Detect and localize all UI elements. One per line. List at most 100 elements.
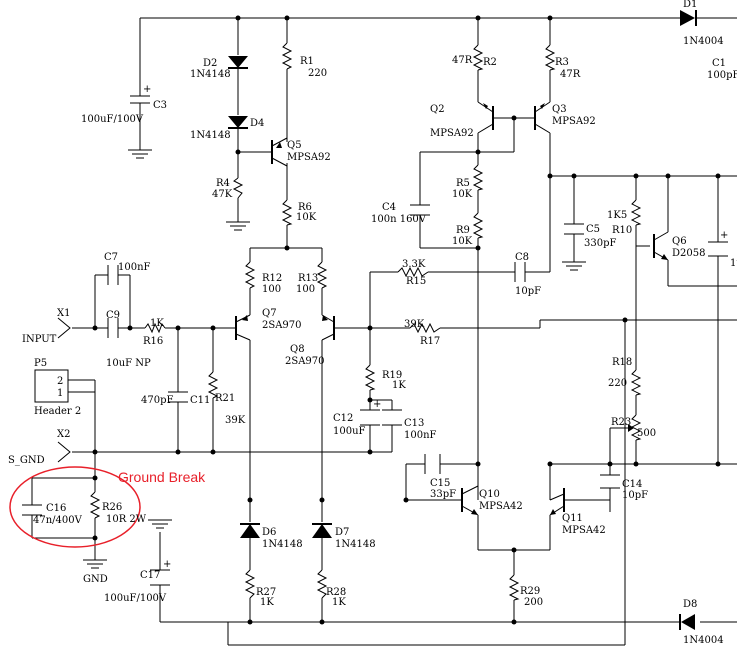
c14-symbol bbox=[600, 474, 620, 489]
r26-symbol bbox=[89, 491, 101, 519]
c17-value: 100uF/100V bbox=[104, 593, 167, 604]
ground-icon bbox=[127, 149, 153, 159]
d6-value: 1N4148 bbox=[262, 539, 303, 550]
r3-symbol bbox=[544, 44, 556, 71]
r3-value: 47R bbox=[560, 69, 581, 80]
c4-symbol bbox=[410, 204, 430, 216]
r9-value: 10K bbox=[452, 236, 473, 247]
q2-value: MPSA92 bbox=[430, 128, 474, 139]
r15-symbol bbox=[397, 266, 429, 278]
r28-value: 1K bbox=[332, 597, 346, 608]
r10-symbol bbox=[630, 199, 642, 226]
r13-symbol bbox=[316, 261, 328, 289]
c16-value: 47n/400V bbox=[33, 515, 83, 526]
r26-value: 10R 2W bbox=[106, 514, 147, 525]
c9-value: 10uF NP bbox=[106, 358, 151, 369]
input-port-label: INPUT bbox=[22, 334, 57, 345]
d7-value: 1N4148 bbox=[335, 539, 376, 550]
q11-symbol bbox=[549, 488, 610, 516]
gnd-label: GND bbox=[83, 574, 108, 585]
q5-value: MPSA92 bbox=[287, 152, 331, 163]
r17-value: 39K bbox=[404, 319, 425, 330]
c16-ref: C16 bbox=[46, 503, 66, 514]
r27-ref: R27 bbox=[256, 587, 276, 598]
ground-icon bbox=[147, 519, 173, 529]
d8-value: 1N4004 bbox=[683, 635, 724, 646]
d1-symbol bbox=[680, 10, 700, 26]
r15-ref: R15 bbox=[406, 276, 426, 287]
c13-symbol bbox=[382, 409, 402, 426]
q3-ref: Q3 bbox=[552, 104, 567, 115]
q10-value: MPSA42 bbox=[479, 501, 523, 512]
r4-value: 47K bbox=[212, 189, 233, 200]
q7-value: 2SA970 bbox=[262, 320, 302, 331]
r21-value: 39K bbox=[225, 415, 246, 426]
sgnd-port-arrow bbox=[57, 441, 71, 463]
c9-ref: C9 bbox=[106, 310, 120, 321]
d1-value: 1N4004 bbox=[683, 36, 724, 47]
r12-value: 100 bbox=[262, 284, 281, 295]
r10-ref: R10 bbox=[612, 225, 632, 236]
c3-ref: C3 bbox=[153, 100, 167, 111]
r27-symbol bbox=[244, 569, 256, 599]
input-port-arrow bbox=[57, 317, 71, 339]
c-edge-value: 1u bbox=[730, 258, 737, 269]
r2-symbol bbox=[472, 44, 484, 71]
d6-symbol bbox=[240, 523, 260, 538]
r5-ref: R5 bbox=[456, 178, 470, 189]
r29-value: 200 bbox=[524, 597, 543, 608]
c13-ref: C13 bbox=[404, 418, 424, 429]
r21-symbol bbox=[207, 371, 219, 399]
d2-value: 1N4148 bbox=[190, 69, 231, 80]
q2-ref: Q2 bbox=[430, 104, 445, 115]
r21-ref: R21 bbox=[215, 393, 235, 404]
r1-value: 220 bbox=[308, 68, 327, 79]
r26-ref: R26 bbox=[102, 502, 122, 513]
ground-icon bbox=[225, 221, 251, 231]
q2-symbol bbox=[477, 101, 494, 134]
ground-break-label: Ground Break bbox=[118, 469, 206, 485]
d8-symbol bbox=[679, 614, 695, 630]
c4-value: 100n 160V bbox=[371, 214, 427, 225]
d4-ref: D4 bbox=[250, 118, 264, 129]
r18-value: 220 bbox=[608, 378, 627, 389]
c16-symbol bbox=[22, 504, 42, 516]
c8-value: 10pF bbox=[515, 286, 541, 297]
r10-value: 1K5 bbox=[607, 210, 627, 221]
r28-ref: R28 bbox=[326, 587, 346, 598]
r9-symbol bbox=[472, 212, 484, 239]
c4-ref: C4 bbox=[382, 202, 396, 213]
c14-value: 10pF bbox=[622, 490, 648, 501]
c-edge-symbol: + bbox=[708, 230, 728, 257]
c14-ref: C14 bbox=[622, 479, 642, 490]
resistor-symbols bbox=[89, 42, 642, 601]
r3-ref: R3 bbox=[555, 57, 569, 68]
transistor-symbols bbox=[235, 101, 669, 516]
r13-value: 100 bbox=[296, 284, 315, 295]
q5-ref: Q5 bbox=[287, 140, 302, 151]
r13-ref: R13 bbox=[298, 273, 318, 284]
wires bbox=[31, 17, 737, 646]
svg-text:+: + bbox=[720, 230, 728, 241]
c7-value: 100nF bbox=[118, 262, 151, 273]
ground-icon bbox=[561, 261, 587, 271]
r29-symbol bbox=[508, 574, 520, 601]
ground-break-callout-ellipse bbox=[9, 466, 141, 548]
c5-symbol bbox=[564, 223, 584, 235]
c1-ref: C1 bbox=[712, 58, 726, 69]
q11-ref: Q11 bbox=[562, 513, 583, 524]
r6-ref: R6 bbox=[298, 202, 312, 213]
q8-ref: Q8 bbox=[290, 344, 305, 355]
c12-value: 100uF bbox=[333, 426, 366, 437]
r1-ref: R1 bbox=[300, 56, 314, 67]
q3-value: MPSA92 bbox=[552, 116, 596, 127]
d1-ref: D1 bbox=[683, 0, 697, 10]
q7-symbol bbox=[235, 314, 251, 341]
q6-ref: Q6 bbox=[672, 236, 687, 247]
c8-symbol bbox=[514, 262, 526, 282]
r28-symbol bbox=[316, 569, 328, 599]
c17-ref: C17 bbox=[140, 570, 160, 581]
r6-value: 10K bbox=[296, 212, 317, 223]
c3-value: 100uF/100V bbox=[81, 114, 144, 125]
r4-symbol bbox=[232, 177, 244, 199]
